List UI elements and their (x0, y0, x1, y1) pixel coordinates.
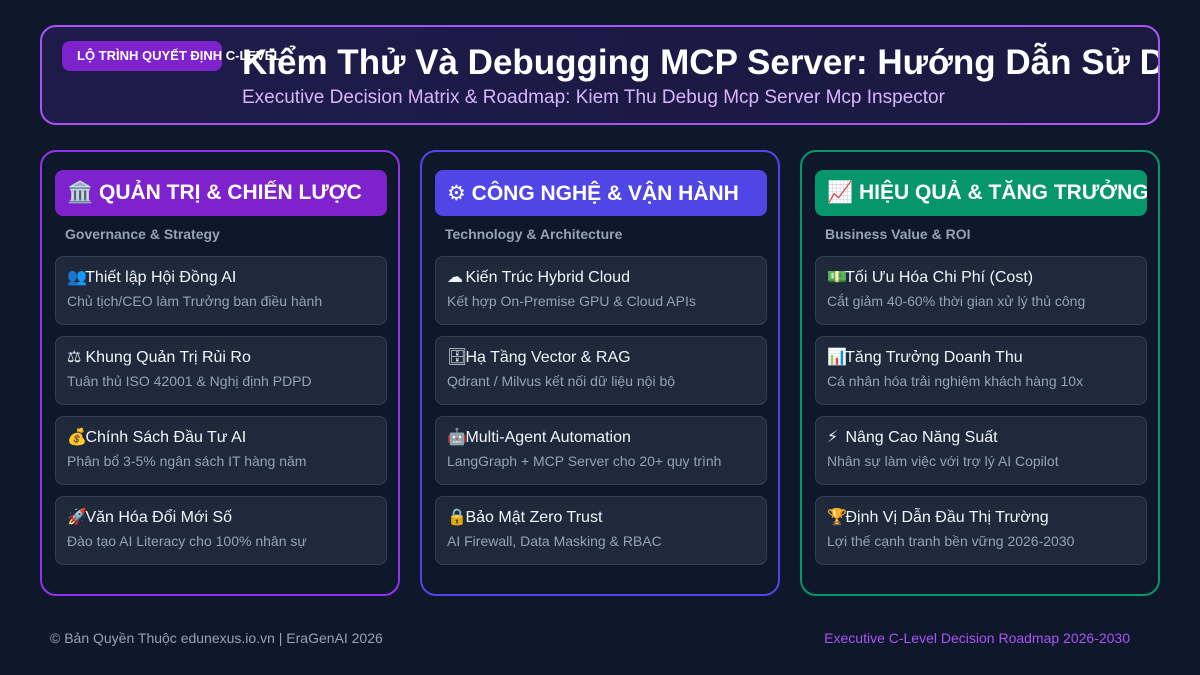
column-header-technology: ⚙ CÔNG NGHỆ & VẬN HÀNH (435, 170, 767, 216)
column-title: HIỆU QUẢ & TĂNG TRƯỞNG (859, 181, 1147, 204)
column-subtitle: Business Value & ROI (825, 226, 971, 242)
card-description: Đào tạo AI Literacy cho 100% nhân sự (67, 533, 307, 549)
column-header-business-value: 📈 HIỆU QUẢ & TĂNG TRƯỞNG (815, 170, 1147, 216)
copyright-text: © Bản Quyền Thuộc edunexus.io.vn | EraGe… (50, 630, 383, 646)
robot-icon: 🤖 (447, 429, 467, 446)
column-title: CÔNG NGHỆ & VẬN HÀNH (471, 182, 739, 205)
card-description: Chủ tịch/CEO làm Trưởng ban điều hành (67, 293, 323, 309)
card-title: Chính Sách Đầu Tư AI (85, 429, 247, 446)
card-description: Cắt giảm 40-60% thời gian xử lý thủ công (827, 293, 1086, 309)
card-description: Cá nhân hóa trải nghiệm khách hàng 10x (827, 373, 1084, 389)
card-title: Định Vị Dẫn Đầu Thị Trường (845, 509, 1049, 526)
column-business-value: 📈 HIỆU QUẢ & TĂNG TRƯỞNG Business Value … (800, 150, 1160, 596)
card-item[interactable]: ⚡ Nâng Cao Năng Suất Nhân sự làm việc vớ… (815, 416, 1147, 485)
card-description: LangGraph + MCP Server cho 20+ quy trình (447, 453, 722, 469)
column-header-governance: 🏛️ QUẢN TRỊ & CHIẾN LƯỢC (55, 170, 387, 216)
card-item[interactable]: 🏆 Định Vị Dẫn Đầu Thị Trường Lợi thế cạn… (815, 496, 1147, 565)
rocket-icon: 🚀 (67, 509, 87, 526)
card-title: Tối Ưu Hóa Chi Phí (Cost) (845, 269, 1034, 286)
roadmap-badge: LỘ TRÌNH QUYẾT ĐỊNH C-LEVEL (62, 41, 281, 71)
card-description: Kết hợp On-Premise GPU & Cloud APIs (447, 293, 696, 309)
column-subtitle: Technology & Architecture (445, 226, 623, 242)
page-title: Kiểm Thử Và Debugging MCP Server: Hướng … (242, 43, 1158, 82)
card-item[interactable]: ⚖ Khung Quản Trị Rủi Ro Tuân thủ ISO 420… (55, 336, 387, 405)
card-item[interactable]: 💵 Tối Ưu Hóa Chi Phí (Cost) Cắt giảm 40-… (815, 256, 1147, 325)
card-title: Tăng Trưởng Doanh Thu (845, 349, 1023, 366)
card-title: Khung Quản Trị Rủi Ro (85, 349, 251, 366)
card-description: Qdrant / Milvus kết nối dữ liệu nội bộ (447, 373, 676, 389)
people-icon: 👥 (67, 269, 87, 286)
card-title: Thiết lập Hội Đồng AI (85, 269, 237, 286)
card-description: AI Firewall, Data Masking & RBAC (447, 533, 662, 549)
card-title: Bảo Mật Zero Trust (465, 509, 603, 526)
card-item[interactable]: 🤖 Multi-Agent Automation LangGraph + MCP… (435, 416, 767, 485)
column-governance: 🏛️ QUẢN TRỊ & CHIẾN LƯỢC Governance & St… (40, 150, 400, 596)
card-description: Lợi thế cạnh tranh bền vững 2026-2030 (827, 533, 1075, 549)
card-title: Multi-Agent Automation (465, 429, 631, 446)
column-icon: 📈 (827, 181, 854, 204)
card-item[interactable]: 🔒 Bảo Mật Zero Trust AI Firewall, Data M… (435, 496, 767, 565)
header-banner: LỘ TRÌNH QUYẾT ĐỊNH C-LEVEL Kiểm Thử Và … (40, 25, 1160, 125)
card-description: Nhân sự làm việc với trợ lý AI Copilot (827, 453, 1059, 469)
column-title: QUẢN TRỊ & CHIẾN LƯỢC (99, 181, 362, 204)
column-subtitle: Governance & Strategy (65, 226, 220, 242)
card-item[interactable]: 🚀 Văn Hóa Đổi Mới Số Đào tạo AI Literacy… (55, 496, 387, 565)
dollar-icon: 💵 (827, 269, 847, 286)
card-title: Văn Hóa Đổi Mới Số (85, 509, 233, 526)
page-subtitle: Executive Decision Matrix & Roadmap: Kie… (242, 87, 945, 108)
card-item[interactable]: ☁ Kiến Trúc Hybrid Cloud Kết hợp On-Prem… (435, 256, 767, 325)
column-technology: ⚙ CÔNG NGHỆ & VẬN HÀNH Technology & Arch… (420, 150, 780, 596)
card-description: Phân bổ 3-5% ngân sách IT hàng năm (67, 453, 307, 469)
cloud-icon: ☁ (447, 269, 463, 286)
bar-chart-icon: 📊 (827, 349, 847, 366)
card-description: Tuân thủ ISO 42001 & Nghị định PDPD (67, 373, 312, 389)
lock-icon: 🔒 (447, 509, 467, 526)
card-item[interactable]: 👥 Thiết lập Hội Đồng AI Chủ tịch/CEO làm… (55, 256, 387, 325)
money-bag-icon: 💰 (67, 429, 87, 446)
column-icon: 🏛️ (67, 181, 94, 204)
column-icon: ⚙ (447, 182, 466, 205)
roadmap-footer-label: Executive C-Level Decision Roadmap 2026-… (824, 630, 1130, 646)
card-item[interactable]: 🗄 Hạ Tầng Vector & RAG Qdrant / Milvus k… (435, 336, 767, 405)
card-title: Nâng Cao Năng Suất (845, 429, 998, 446)
card-item[interactable]: 💰 Chính Sách Đầu Tư AI Phân bổ 3-5% ngân… (55, 416, 387, 485)
lightning-icon: ⚡ (827, 429, 839, 446)
database-icon: 🗄 (447, 349, 468, 366)
card-title: Kiến Trúc Hybrid Cloud (465, 269, 630, 286)
scale-icon: ⚖ (67, 349, 82, 366)
card-item[interactable]: 📊 Tăng Trưởng Doanh Thu Cá nhân hóa trải… (815, 336, 1147, 405)
trophy-icon: 🏆 (827, 509, 847, 526)
card-title: Hạ Tầng Vector & RAG (465, 349, 631, 366)
